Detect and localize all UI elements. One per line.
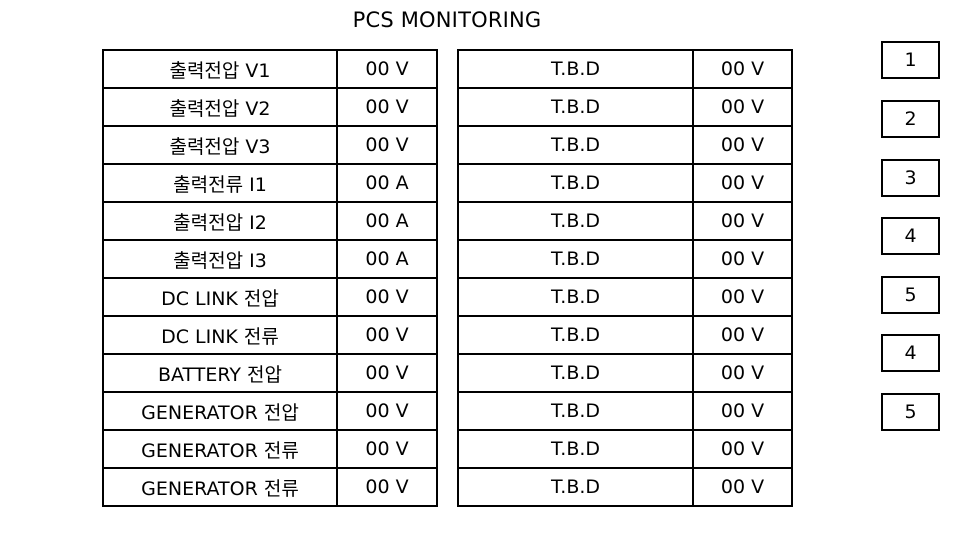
row-label: DC LINK 전류 xyxy=(102,315,338,355)
row-label: T.B.D xyxy=(457,353,694,393)
row-label: 출력전압 I3 xyxy=(102,239,338,279)
side-button-3[interactable]: 3 xyxy=(881,159,940,197)
row-value: 00 V xyxy=(692,277,793,317)
side-button-2[interactable]: 2 xyxy=(881,100,940,138)
row-label: T.B.D xyxy=(457,467,694,507)
side-button-4[interactable]: 4 xyxy=(881,217,940,255)
row-label: 출력전압 V2 xyxy=(102,87,338,127)
row-value: 00 V xyxy=(336,353,438,393)
row-value: 00 V xyxy=(336,125,438,165)
row-value: 00 V xyxy=(692,467,793,507)
row-value: 00 V xyxy=(336,467,438,507)
side-button-5[interactable]: 5 xyxy=(881,276,940,314)
row-value: 00 V xyxy=(336,391,438,431)
row-value: 00 V xyxy=(336,49,438,89)
row-label: BATTERY 전압 xyxy=(102,353,338,393)
row-label: GENERATOR 전류 xyxy=(102,467,338,507)
row-value: 00 V xyxy=(692,125,793,165)
row-value: 00 V xyxy=(692,87,793,127)
row-label: T.B.D xyxy=(457,163,694,203)
row-label: 출력전류 I1 xyxy=(102,163,338,203)
row-value: 00 V xyxy=(692,163,793,203)
side-button-1[interactable]: 1 xyxy=(881,41,940,79)
row-value: 00 V xyxy=(336,429,438,469)
row-value: 00 V xyxy=(692,49,793,89)
page-title: PCS MONITORING xyxy=(352,8,542,32)
row-label: T.B.D xyxy=(457,429,694,469)
row-label: 출력전압 V1 xyxy=(102,49,338,89)
row-value: 00 V xyxy=(692,315,793,355)
row-label: 출력전압 V3 xyxy=(102,125,338,165)
row-label: DC LINK 전압 xyxy=(102,277,338,317)
row-label: T.B.D xyxy=(457,201,694,241)
row-label: T.B.D xyxy=(457,87,694,127)
row-value: 00 V xyxy=(692,391,793,431)
row-label: T.B.D xyxy=(457,315,694,355)
row-label: GENERATOR 전류 xyxy=(102,429,338,469)
row-value: 00 V xyxy=(692,201,793,241)
row-value: 00 A xyxy=(336,239,438,279)
row-value: 00 A xyxy=(336,201,438,241)
row-label: T.B.D xyxy=(457,125,694,165)
row-value: 00 A xyxy=(336,163,438,203)
row-value: 00 V xyxy=(692,353,793,393)
row-label: T.B.D xyxy=(457,239,694,279)
row-value: 00 V xyxy=(692,429,793,469)
row-value: 00 V xyxy=(336,315,438,355)
side-button-6[interactable]: 4 xyxy=(881,334,940,372)
row-value: 00 V xyxy=(336,87,438,127)
row-label: T.B.D xyxy=(457,391,694,431)
row-label: 출력전압 I2 xyxy=(102,201,338,241)
row-label: T.B.D xyxy=(457,277,694,317)
row-value: 00 V xyxy=(692,239,793,279)
side-button-7[interactable]: 5 xyxy=(881,393,940,431)
row-value: 00 V xyxy=(336,277,438,317)
row-label: GENERATOR 전압 xyxy=(102,391,338,431)
row-label: T.B.D xyxy=(457,49,694,89)
